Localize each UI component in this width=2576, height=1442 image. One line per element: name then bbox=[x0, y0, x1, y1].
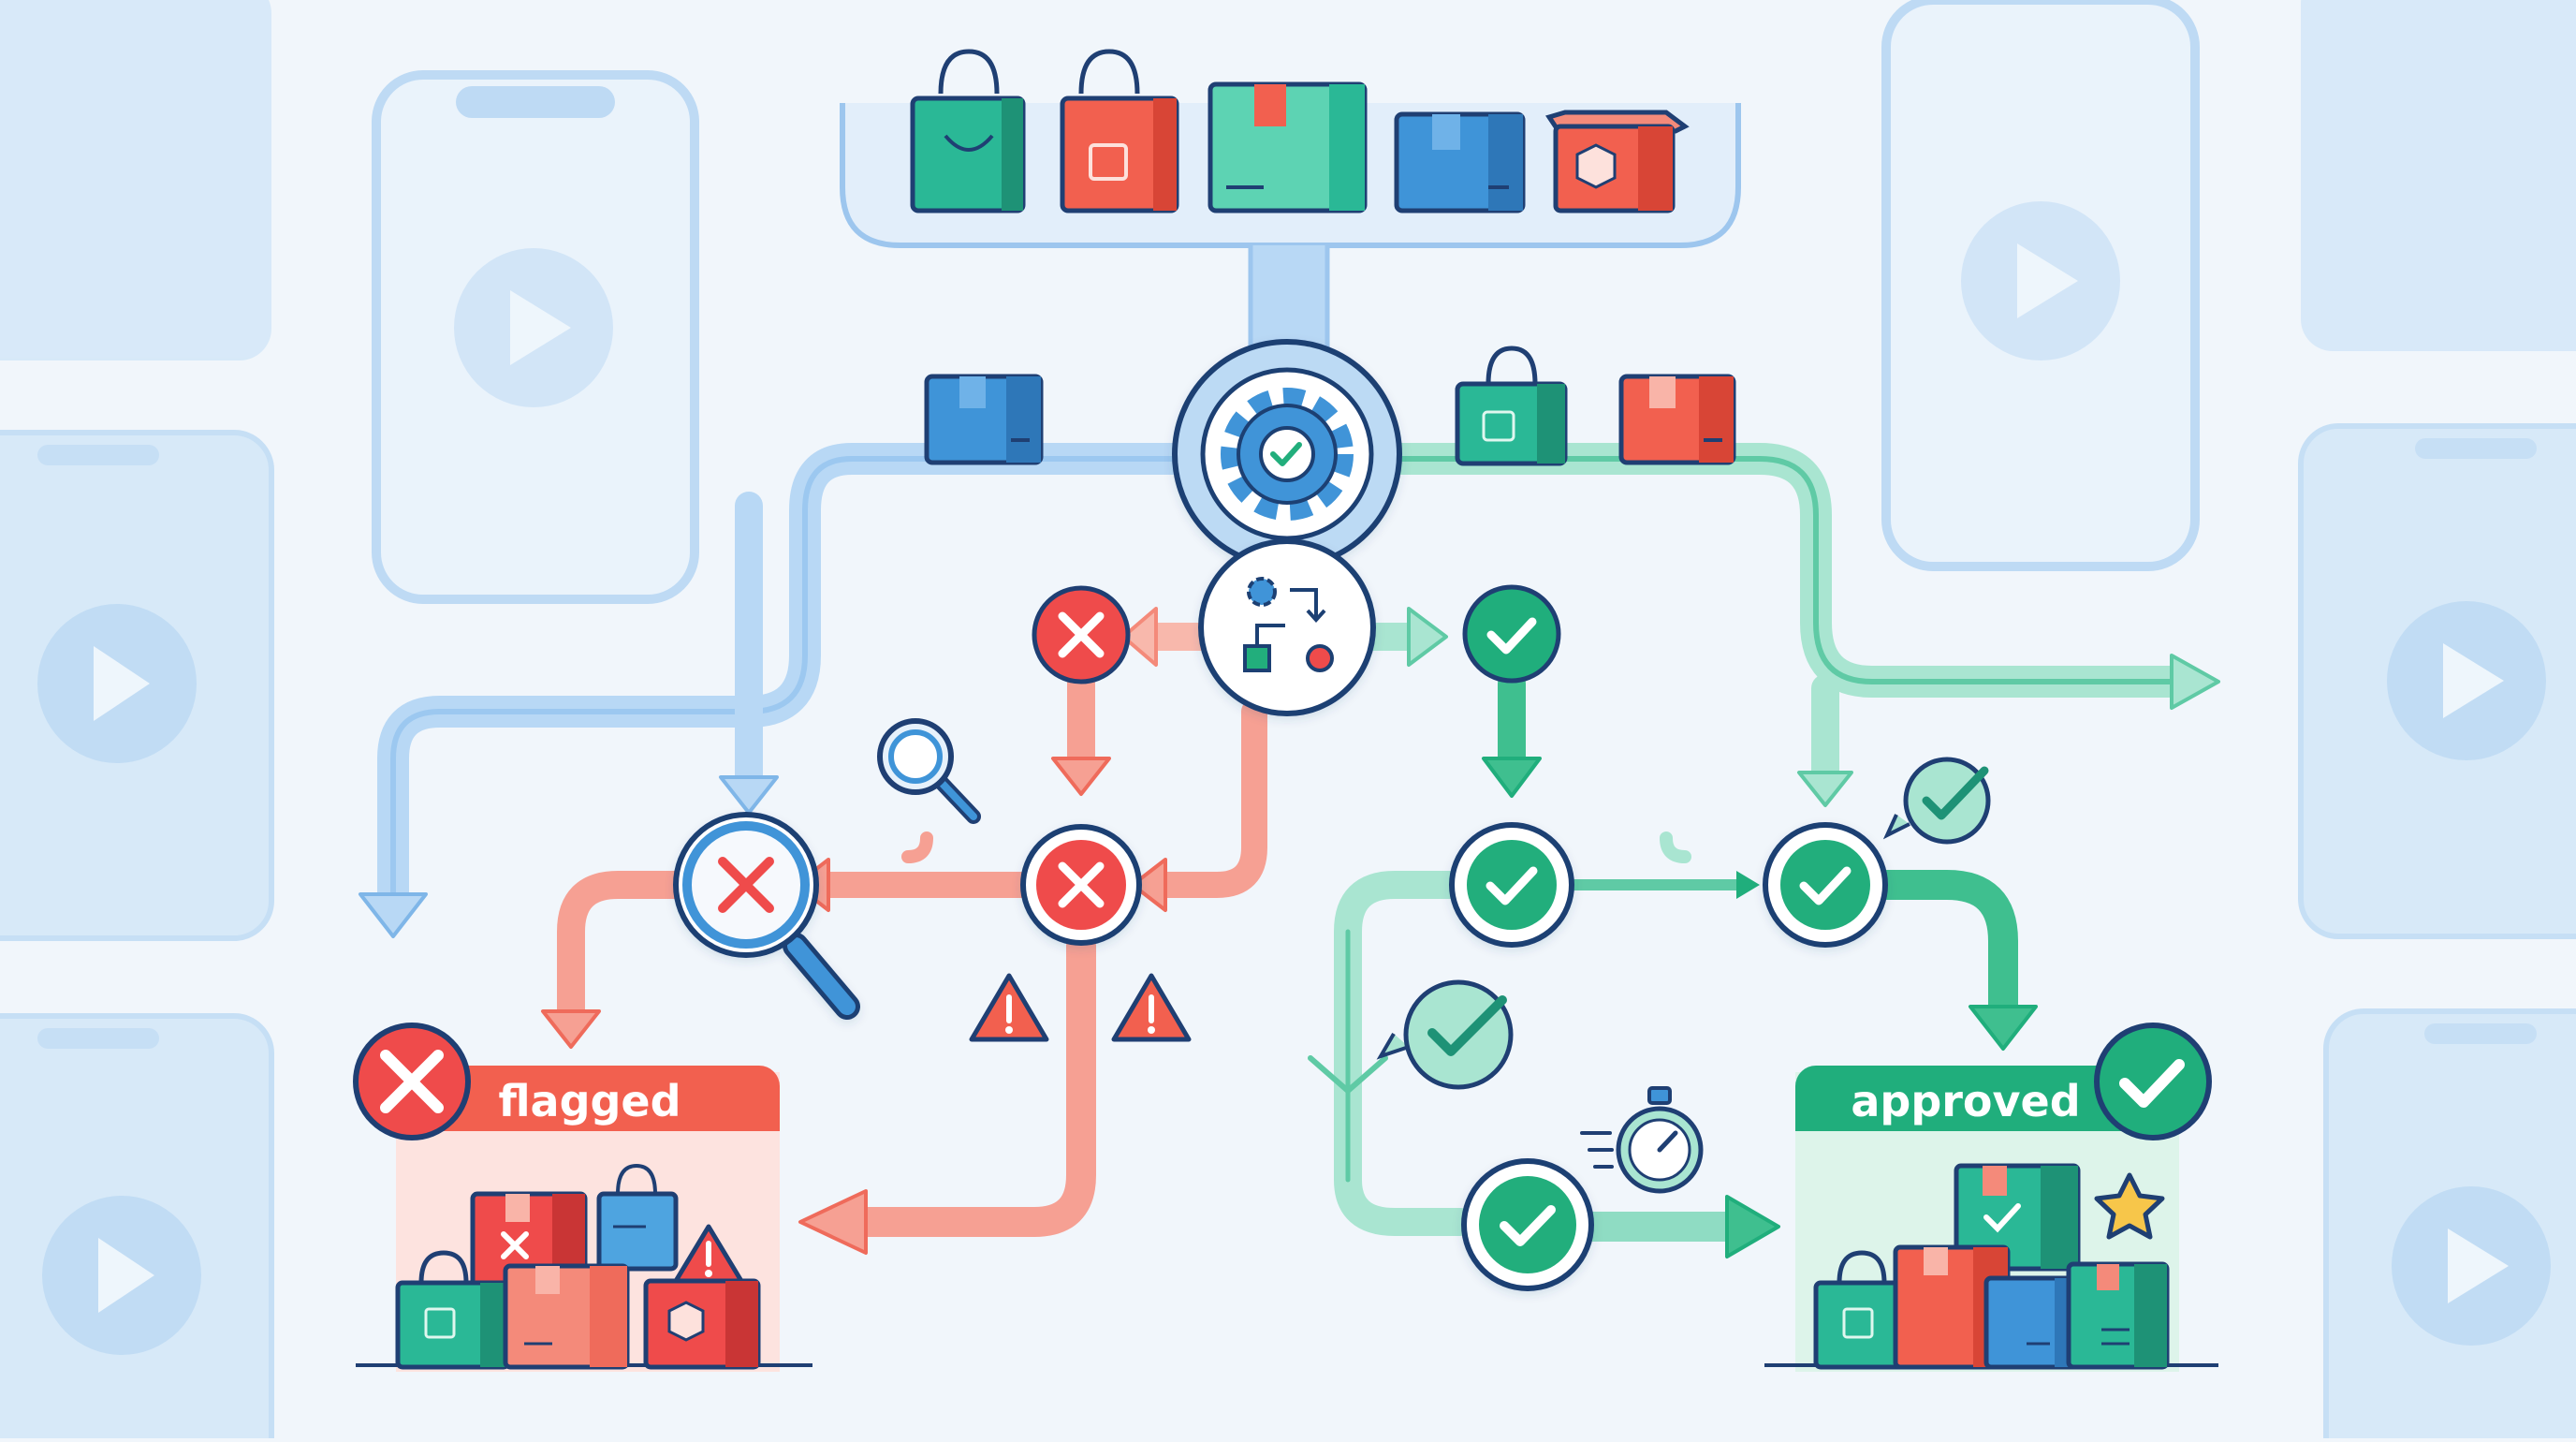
x-icon bbox=[1058, 861, 1105, 908]
package-box-icon bbox=[596, 1163, 679, 1272]
accept-node bbox=[1449, 822, 1574, 948]
hub-gear-check-node bbox=[1172, 339, 1402, 569]
phone-mockup bbox=[2323, 1008, 2576, 1442]
package-box-icon bbox=[1545, 110, 1690, 213]
reject-node bbox=[1020, 824, 1142, 946]
package-box-icon bbox=[643, 1278, 761, 1370]
package-box-icon bbox=[1954, 1163, 2081, 1272]
shopping-bag-icon bbox=[910, 49, 1026, 213]
phone-mockup bbox=[372, 70, 699, 604]
shopping-bag-icon bbox=[1060, 49, 1179, 213]
accept-node bbox=[1462, 584, 1561, 684]
rejected-flow-blue bbox=[359, 443, 1214, 938]
workflow-icon bbox=[1243, 577, 1334, 672]
phone-mockup bbox=[1881, 0, 2200, 571]
product-intake-tray bbox=[840, 49, 1741, 348]
phone-mockup bbox=[0, 0, 271, 360]
x-icon bbox=[380, 1050, 444, 1113]
check-bubble-icon bbox=[1376, 979, 1514, 1090]
x-icon bbox=[718, 857, 774, 913]
package-box-icon bbox=[924, 374, 1044, 465]
inspect-reject-node bbox=[673, 812, 860, 1020]
approved-label: approved bbox=[1851, 1076, 2080, 1126]
accept-node bbox=[1461, 1158, 1594, 1291]
phone-mockup bbox=[2298, 423, 2576, 939]
check-icon bbox=[1427, 995, 1507, 1056]
phone-mockup bbox=[2301, 0, 2576, 351]
shopping-bag-icon bbox=[1455, 346, 1568, 466]
accept-node bbox=[1763, 822, 1888, 948]
rejected-flow-red bbox=[541, 607, 1267, 1255]
reject-node bbox=[1032, 585, 1131, 684]
package-box-icon bbox=[1208, 81, 1368, 213]
phone-mockup bbox=[0, 1013, 274, 1442]
stopwatch-icon bbox=[1580, 1086, 1704, 1194]
check-bubble-icon bbox=[1882, 757, 1991, 845]
approved-bin: approved bbox=[1764, 1023, 2218, 1372]
check-icon bbox=[1922, 766, 1989, 820]
reject-badge bbox=[353, 1023, 471, 1140]
check-icon bbox=[2119, 1059, 2185, 1108]
package-box-icon bbox=[1394, 111, 1526, 213]
phone-mockup bbox=[0, 430, 274, 941]
approved-flow-green-center bbox=[1308, 607, 2038, 1258]
check-icon bbox=[1486, 617, 1537, 655]
package-box-icon bbox=[1618, 374, 1736, 465]
package-box-icon bbox=[2066, 1261, 2170, 1370]
flagged-bin: flagged bbox=[353, 1023, 812, 1372]
x-icon bbox=[1058, 611, 1105, 658]
approve-badge bbox=[2094, 1023, 2212, 1140]
gear-check-icon bbox=[1221, 388, 1354, 521]
approved-flow-green bbox=[1360, 443, 2220, 807]
magnifier-icon bbox=[877, 718, 981, 824]
package-box-icon bbox=[503, 1263, 630, 1370]
warning-icon bbox=[1111, 973, 1192, 1042]
flagged-label: flagged bbox=[498, 1076, 681, 1126]
router-workflow-node bbox=[1198, 538, 1376, 716]
check-icon bbox=[1799, 866, 1852, 905]
warning-icon bbox=[969, 973, 1049, 1042]
check-icon bbox=[1500, 1205, 1556, 1246]
star-icon bbox=[2094, 1172, 2165, 1240]
check-icon bbox=[1486, 866, 1538, 905]
